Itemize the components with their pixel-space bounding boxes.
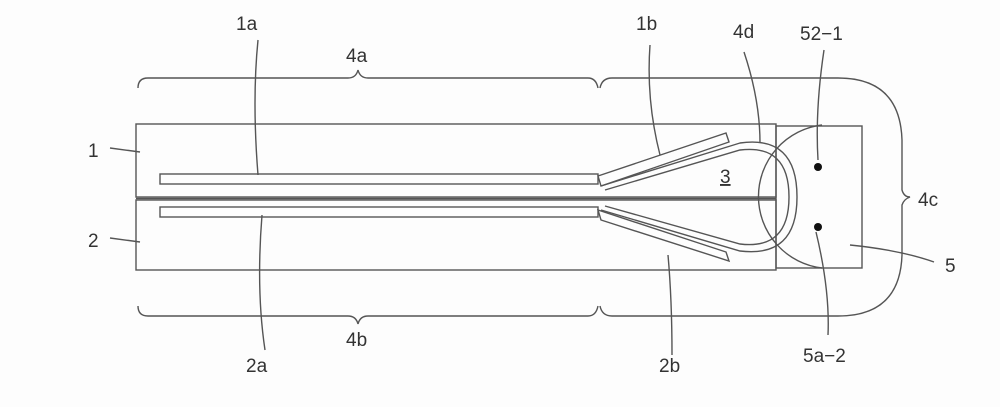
- strip-1b: [597, 132, 730, 187]
- leader-4d: [743, 51, 761, 144]
- bracket-4c: [599, 77, 911, 317]
- strip-2b: [596, 208, 731, 263]
- leader-1: [109, 147, 141, 153]
- plate-2: [135, 199, 777, 271]
- label-4b: 4b: [346, 330, 367, 351]
- leader-1a: [254, 39, 259, 176]
- bracket-4a: [137, 69, 599, 89]
- semicircle-5: [757, 124, 823, 269]
- point-52-1: [814, 163, 822, 171]
- leader-2: [109, 237, 141, 243]
- label-1b: 1b: [636, 14, 657, 35]
- label-4c: 4c: [918, 190, 938, 211]
- label-5a-2: 5a−2: [803, 346, 846, 367]
- strip-1a: [159, 173, 599, 185]
- loop-4d: [600, 141, 798, 253]
- leader-5a-2: [815, 231, 829, 336]
- label-1: 1: [88, 141, 99, 162]
- label-52-1: 52−1: [800, 24, 843, 45]
- label-2b: 2b: [659, 356, 680, 377]
- leader-52-1: [816, 49, 825, 161]
- strip-2a: [159, 206, 599, 218]
- leader-1b: [648, 44, 661, 156]
- plate-1: [135, 123, 777, 198]
- loop-4d-inner: [604, 148, 790, 246]
- leader-5: [849, 244, 935, 263]
- point-5a-2: [814, 223, 822, 231]
- label-4a: 4a: [346, 46, 368, 67]
- label-2a: 2a: [246, 356, 268, 377]
- label-3: 3: [720, 167, 731, 188]
- leader-2b: [667, 254, 673, 356]
- label-1a: 1a: [236, 14, 258, 35]
- label-2: 2: [88, 231, 99, 252]
- bracket-4b: [137, 305, 599, 325]
- label-4d: 4d: [733, 22, 754, 43]
- label-5: 5: [945, 256, 956, 277]
- leader-2a: [258, 214, 266, 351]
